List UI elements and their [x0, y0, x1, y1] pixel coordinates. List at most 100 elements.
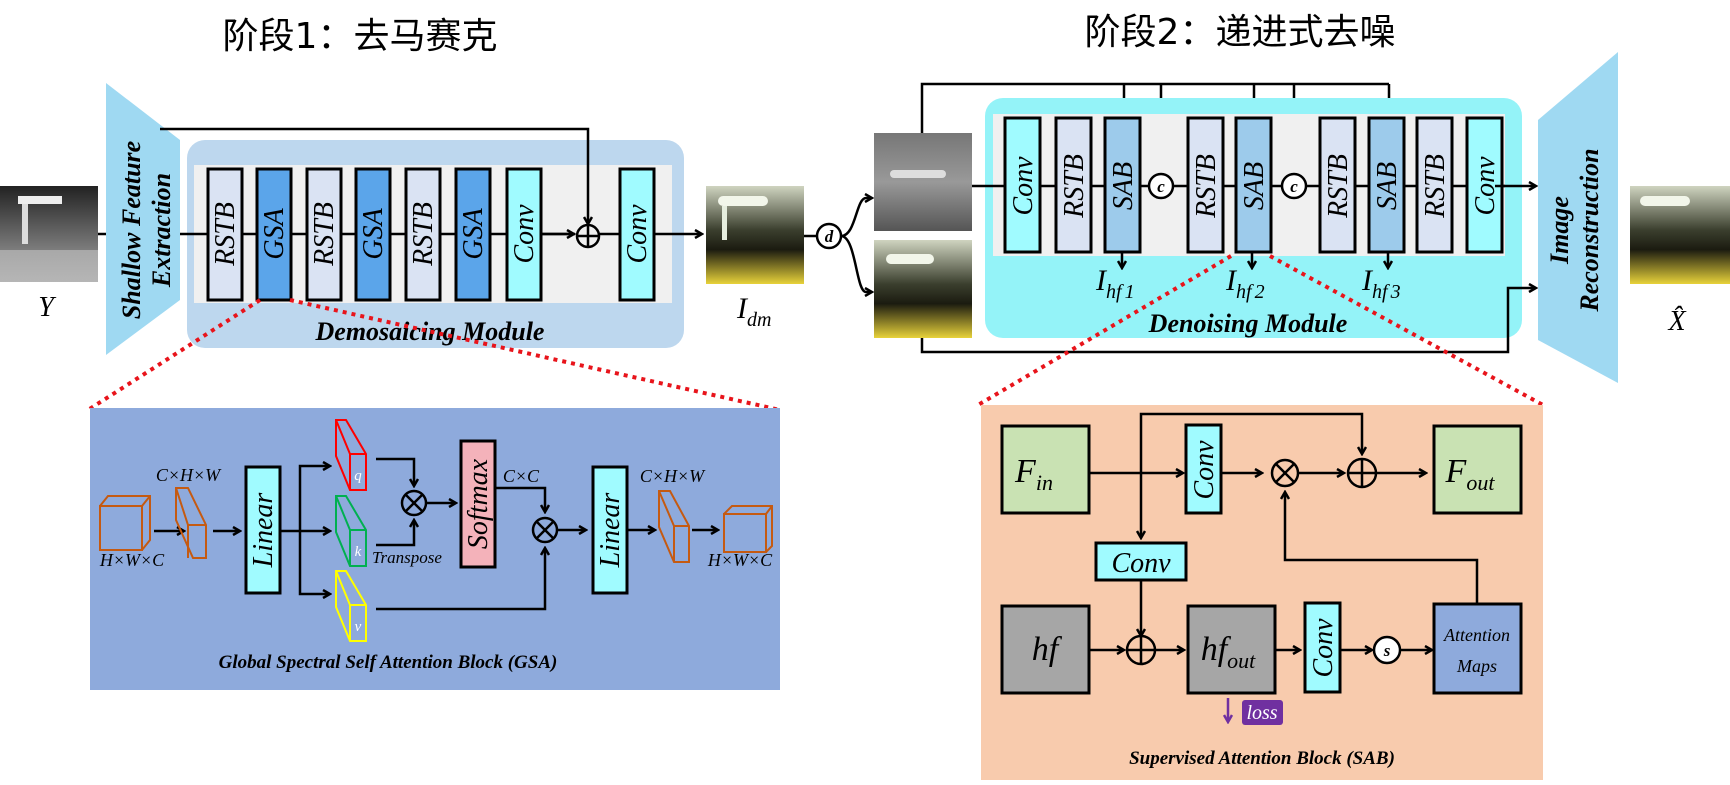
zoom-line-gsa-left: [86, 298, 262, 412]
gsa-title: Global Spectral Self Attention Block (GS…: [219, 652, 558, 673]
gsa-softmax: [459, 439, 497, 569]
demosaiced-image: [706, 186, 804, 284]
svg-text:Fin: Fin: [1014, 453, 1053, 495]
sab-conv-bottom: [1303, 601, 1342, 694]
demosaic-block-gsa: [354, 167, 392, 302]
denoise-block-sab: [1367, 116, 1406, 254]
svg-text:hfout: hfout: [1201, 631, 1256, 673]
demosaic-block-rstb: [206, 167, 244, 302]
sab-conv-mid: [1094, 541, 1188, 582]
svg-text:d: d: [825, 227, 834, 246]
input-image-y: [0, 186, 98, 282]
denoise-block-rstb: [1186, 116, 1225, 254]
gsa-q-slab: q: [335, 419, 367, 491]
svg-text:SAB: SAB: [1372, 162, 1403, 210]
stage1-title: 阶段1：去马赛克: [223, 16, 498, 57]
gsa-output-cube: [723, 505, 773, 553]
svg-text:Conv: Conv: [622, 204, 653, 264]
sab-sigmoid-icon: s: [1372, 635, 1402, 665]
svg-text:RSTB: RSTB: [309, 202, 340, 267]
svg-text:k: k: [355, 544, 362, 560]
sab-hf: [1000, 604, 1091, 695]
svg-text:c: c: [1290, 177, 1298, 196]
gsa-chw-slab-2: [658, 490, 690, 563]
svg-text:SAB: SAB: [1108, 162, 1139, 210]
gsa-out-dim: H×W×C: [707, 550, 773, 570]
svg-text:Conv: Conv: [1308, 618, 1339, 678]
reconstruction-label-2: Reconstruction: [1575, 148, 1604, 312]
concat-op-icon: [1147, 172, 1175, 200]
svg-text:Attention: Attention: [1443, 625, 1510, 645]
svg-text:Softmax: Softmax: [463, 458, 494, 549]
demosaic-block-gsa: [454, 167, 492, 302]
low-frequency-image: [874, 240, 972, 338]
sab-add-bottom-icon: [1125, 634, 1157, 666]
reconstruction-label-1: Image: [1545, 196, 1574, 265]
svg-text:RSTB: RSTB: [210, 202, 241, 267]
shallow-feature-extraction: [106, 83, 180, 355]
svg-text:RSTB: RSTB: [1323, 154, 1354, 219]
image-reconstruction: [1538, 52, 1618, 383]
zoom-line-sab-right: [1269, 254, 1544, 407]
gsa-chw-2: C×H×W: [640, 466, 706, 486]
svg-text:v: v: [355, 619, 362, 635]
gsa-k-slab: k: [335, 495, 367, 567]
gsa-input-cube: [99, 495, 151, 551]
output-image: [1630, 186, 1730, 284]
svg-text:Conv: Conv: [1189, 440, 1220, 500]
svg-text:RSTB: RSTB: [1420, 154, 1451, 219]
label-y: Y: [38, 292, 57, 323]
zoom-line-sab-left: [976, 254, 1233, 407]
gsa-v-slab: v: [335, 570, 367, 642]
demosaic-block-rstb: [404, 167, 442, 302]
sab-hf-out: [1186, 604, 1277, 695]
concat-op-icon: [1280, 172, 1308, 200]
sab-attention-maps: [1432, 602, 1523, 695]
svg-text:SAB: SAB: [1239, 162, 1270, 210]
svg-text:RSTB: RSTB: [1191, 154, 1222, 219]
svg-text:Maps: Maps: [1456, 656, 1497, 676]
loss-badge: [1242, 700, 1283, 725]
shallow-label-2: Extraction: [147, 173, 176, 288]
shallow-label-1: Shallow Feature: [117, 141, 146, 319]
svg-text:GSA: GSA: [458, 207, 489, 259]
zoom-line-gsa-right: [289, 298, 781, 412]
sab-title: Supervised Attention Block (SAB): [1129, 748, 1395, 769]
svg-text:s: s: [1383, 641, 1391, 660]
demosaicing-title: Demosaicing Module: [315, 317, 545, 346]
svg-text:Linear: Linear: [595, 493, 626, 569]
denoise-block-rstb: [1054, 116, 1093, 254]
svg-text:Conv: Conv: [1008, 156, 1039, 216]
denoise-block-rstb: [1415, 116, 1454, 254]
gsa-chw-slab-1: [175, 487, 207, 559]
svg-text:RSTB: RSTB: [408, 202, 439, 267]
gsa-linear-2: [591, 465, 629, 595]
demosaic-block-gsa: [255, 167, 293, 302]
demosaic-block-rstb: [305, 167, 343, 302]
svg-text:Linear: Linear: [248, 493, 279, 569]
svg-text:q: q: [354, 468, 362, 484]
svg-text:GSA: GSA: [259, 207, 290, 259]
label-idm: Idm: [736, 292, 771, 331]
high-frequency-image: [874, 133, 972, 231]
sab-conv-top: [1184, 423, 1223, 515]
denoising-title: Denoising Module: [1148, 309, 1348, 338]
sab-f-in: [1000, 424, 1091, 515]
denoise-block-sab: [1103, 116, 1142, 254]
denoise-block-rstb: [1318, 116, 1357, 254]
gsa-transpose: Transpose: [372, 548, 442, 567]
demosaic-post-conv: [618, 167, 656, 302]
svg-text:Conv: Conv: [1111, 548, 1171, 579]
sab-add-top-icon: [1346, 457, 1378, 489]
gsa-in-dim: H×W×C: [99, 550, 165, 570]
label-xhat: X̂: [1667, 306, 1686, 337]
denoise-block-sab: [1234, 116, 1273, 254]
sab-f-out: [1432, 424, 1523, 515]
